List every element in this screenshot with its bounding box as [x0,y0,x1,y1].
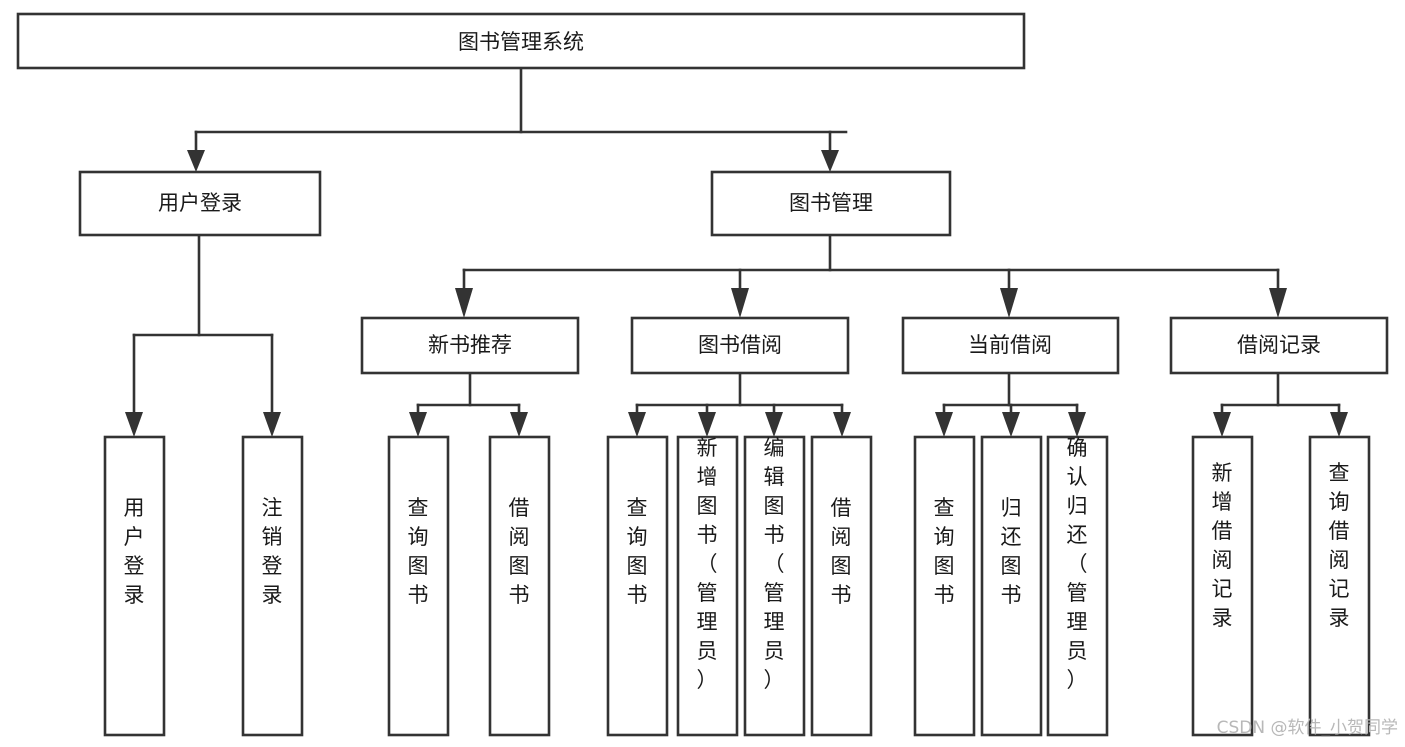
node-book-management-label: 图书管理 [789,191,873,215]
arrow-to-leaf-query-book-3 [935,412,953,437]
leaf-edit-book[interactable]: 编辑图书（管理员） [743,435,806,737]
leaf-query-book-2[interactable]: 查询图书 [606,435,669,737]
node-borrow-record-label: 借阅记录 [1237,333,1321,357]
arrow-to-leaf-return-book [1002,412,1020,437]
leaf-borrow-book-2-label: 借阅图书 [831,496,852,607]
leaf-add-record[interactable]: 新增借阅记录 [1191,435,1254,737]
node-book-borrow[interactable]: 图书借阅 [630,316,850,375]
arrow-to-leaf-borrow-book-1 [510,412,528,437]
leaf-add-book-label: 新增图书（管理员） [697,436,718,692]
node-current-borrow-box[interactable] [901,316,1120,375]
arrow-to-leaf-query-book-2 [628,412,646,437]
arrow-to-user-login [187,150,205,172]
leaf-add-book[interactable]: 新增图书（管理员） [676,435,739,737]
leaf-query-book-2-box[interactable] [606,435,669,737]
node-borrow-record-box[interactable] [1169,316,1389,375]
leaf-return-book-label: 归还图书 [1001,496,1022,607]
node-user-login[interactable]: 用户登录 [78,170,322,237]
leaf-edit-book-box[interactable] [743,435,806,737]
arrow-to-leaf-confirm-return [1068,412,1086,437]
node-new-book-recommend-label: 新书推荐 [428,333,512,357]
node-book-management-box[interactable] [710,170,952,237]
leaf-confirm-return-box[interactable] [1046,435,1109,737]
leaf-query-record-label: 查询借阅记录 [1329,461,1350,630]
leaf-user-login-label: 用户登录 [124,496,145,607]
leaf-return-book[interactable]: 归还图书 [980,435,1043,737]
arrow-to-leaf-borrow-book-2 [833,412,851,437]
leaf-borrow-book-2-box[interactable] [810,435,873,737]
leaf-query-book-1-box[interactable] [387,435,450,737]
leaf-query-book-3[interactable]: 查询图书 [913,435,976,737]
leaf-confirm-return[interactable]: 确认归还（管理员） [1046,435,1109,737]
connector-layer [125,66,1348,437]
arrow-to-leaf-add-book [698,412,716,437]
leaf-borrow-book-1-box[interactable] [488,435,551,737]
node-borrow-record[interactable]: 借阅记录 [1169,316,1389,375]
arrow-to-new-book-recommend [455,288,473,318]
arrow-to-book-borrow [731,288,749,318]
arrow-to-leaf-query-record [1330,412,1348,437]
node-book-management[interactable]: 图书管理 [710,170,952,237]
node-new-book-recommend[interactable]: 新书推荐 [360,316,580,375]
node-root-box[interactable] [16,12,1026,70]
leaf-user-logout-label: 注销登录 [262,496,283,607]
node-user-login-box[interactable] [78,170,322,237]
leaf-borrow-book-1-label: 借阅图书 [509,496,530,607]
node-root[interactable]: 图书管理系统 [16,12,1026,70]
arrow-to-borrow-record [1269,288,1287,318]
leaf-query-record[interactable]: 查询借阅记录 [1308,435,1371,737]
leaf-user-logout-box[interactable] [241,435,304,737]
arrow-to-leaf-add-record [1213,412,1231,437]
leaf-user-login[interactable]: 用户登录 [103,435,166,737]
leaf-query-book-2-label: 查询图书 [627,496,648,607]
watermark-label: CSDN @软件_小贺同学 [1217,718,1398,738]
leaf-query-book-1[interactable]: 查询图书 [387,435,450,737]
node-book-borrow-box[interactable] [630,316,850,375]
leaf-borrow-book-2[interactable]: 借阅图书 [810,435,873,737]
leaf-query-book-1-label: 查询图书 [408,496,429,607]
leaf-query-book-3-box[interactable] [913,435,976,737]
leaf-add-record-label: 新增借阅记录 [1212,461,1233,630]
node-book-borrow-label: 图书借阅 [698,333,782,357]
leaf-user-login-box[interactable] [103,435,166,737]
node-user-login-label: 用户登录 [158,191,242,215]
leaf-edit-book-label: 编辑图书（管理员） [764,436,785,692]
leaf-return-book-box[interactable] [980,435,1043,737]
node-current-borrow[interactable]: 当前借阅 [901,316,1120,375]
leaf-user-logout[interactable]: 注销登录 [241,435,304,737]
leaf-borrow-book-1[interactable]: 借阅图书 [488,435,551,737]
node-root-label: 图书管理系统 [458,30,584,54]
node-current-borrow-label: 当前借阅 [968,333,1052,357]
leaf-query-book-3-label: 查询图书 [934,496,955,607]
leaf-confirm-return-label: 确认归还（管理员） [1067,436,1088,692]
leaf-add-book-box[interactable] [676,435,739,737]
node-new-book-recommend-box[interactable] [360,316,580,375]
arrow-to-leaf-user-login [125,412,143,437]
arrow-to-leaf-user-logout [263,412,281,437]
leaf-add-record-box[interactable] [1191,435,1254,737]
arrow-to-leaf-query-book-1 [409,412,427,437]
leaf-query-record-box[interactable] [1308,435,1371,737]
arrow-to-book-management [821,150,839,172]
arrow-to-leaf-edit-book [765,412,783,437]
arrow-to-current-borrow [1000,288,1018,318]
